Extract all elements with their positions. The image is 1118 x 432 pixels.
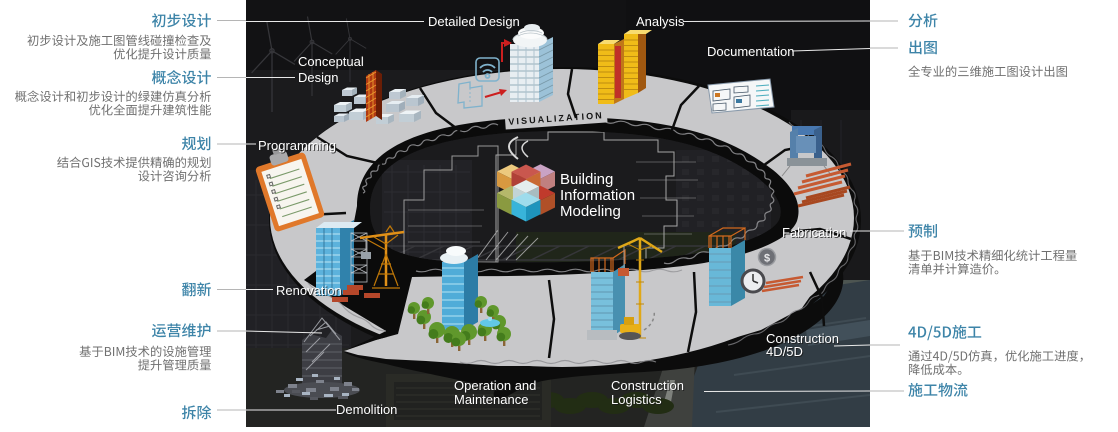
svg-text:Construction: Construction bbox=[767, 332, 840, 347]
svg-text:Operation and: Operation and bbox=[454, 378, 536, 393]
svg-text:Fabrication: Fabrication bbox=[783, 226, 847, 241]
svg-text:Logistics: Logistics bbox=[612, 393, 663, 408]
svg-text:$: $ bbox=[764, 253, 770, 265]
svg-text:Detailed Design: Detailed Design bbox=[429, 15, 521, 30]
svg-text:4D/5D: 4D/5D bbox=[767, 345, 804, 360]
svg-text:Documentation: Documentation bbox=[707, 44, 794, 59]
svg-text:Information: Information bbox=[560, 187, 635, 204]
svg-text:Design: Design bbox=[299, 71, 339, 86]
svg-text:Operation and: Operation and bbox=[455, 379, 537, 394]
svg-text:Conceptual: Conceptual bbox=[298, 54, 364, 69]
svg-text:Design: Design bbox=[298, 70, 338, 85]
svg-text:Demolition: Demolition bbox=[337, 403, 398, 418]
svg-text:4D/5D: 4D/5D bbox=[766, 344, 803, 359]
svg-text:Documentation: Documentation bbox=[708, 45, 795, 60]
svg-text:Programming: Programming bbox=[259, 139, 337, 154]
svg-text:Construction: Construction bbox=[612, 379, 685, 394]
svg-text:Analysis: Analysis bbox=[636, 14, 685, 29]
svg-text:Renovation: Renovation bbox=[277, 284, 343, 299]
svg-text:Detailed Design: Detailed Design bbox=[428, 14, 520, 29]
svg-text:Maintenance: Maintenance bbox=[454, 392, 528, 407]
svg-text:Renovation: Renovation bbox=[276, 283, 342, 298]
svg-text:Logistics: Logistics bbox=[611, 392, 662, 407]
svg-text:Programming: Programming bbox=[258, 138, 336, 153]
svg-text:Demolition: Demolition bbox=[336, 402, 397, 417]
svg-text:Building: Building bbox=[560, 171, 613, 188]
svg-text:Maintenance: Maintenance bbox=[455, 393, 529, 408]
svg-text:Analysis: Analysis bbox=[637, 15, 686, 30]
svg-text:Modeling: Modeling bbox=[560, 203, 621, 220]
svg-text:Conceptual: Conceptual bbox=[299, 55, 365, 70]
svg-text:Fabrication: Fabrication bbox=[782, 225, 846, 240]
svg-text:Construction: Construction bbox=[611, 378, 684, 393]
svg-text:Construction: Construction bbox=[766, 331, 839, 346]
